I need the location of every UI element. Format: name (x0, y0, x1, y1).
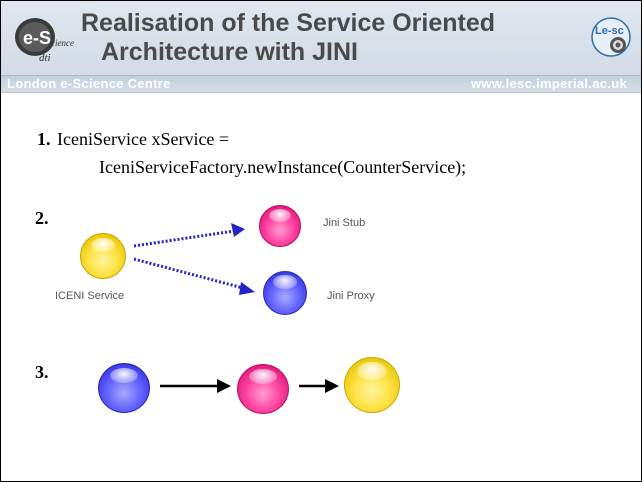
jini-proxy-sphere (263, 271, 307, 315)
step-2-number: 2. (35, 208, 49, 228)
slide-header: London e-Science Centre www.lesc.imperia… (1, 1, 641, 93)
dotted-arrow-to-stub (133, 229, 235, 248)
title-line-1: Realisation of the Service Oriented (81, 9, 496, 37)
step-1-code-line-2: IceniServiceFactory.newInstance(CounterS… (99, 157, 467, 177)
svg-text:cience: cience (51, 38, 74, 48)
svg-text:dti: dti (39, 52, 51, 64)
dotted-arrow-to-proxy (133, 257, 244, 290)
step-3-blue-sphere (98, 363, 150, 413)
iceni-service-sphere (80, 233, 126, 279)
step-1-number: 1. (37, 129, 51, 149)
solid-arrow-1-head (217, 379, 231, 393)
jini-stub-label: Jini Stub (323, 217, 366, 229)
header-stripe (1, 75, 641, 93)
step-3-yellow-sphere (344, 357, 400, 413)
svg-text:e-S: e-S (23, 28, 51, 48)
step-3-number: 3. (35, 362, 49, 382)
header-url-label: www.lesc.imperial.ac.uk (471, 76, 627, 91)
svg-text:Le-sc: Le-sc (595, 25, 624, 37)
jini-stub-sphere (259, 205, 301, 247)
header-org-label: London e-Science Centre (7, 76, 171, 91)
title-line-2: Architecture with JINI (101, 38, 358, 66)
lesc-logo-icon: Le-sc (591, 17, 631, 57)
solid-arrow-2-head (325, 379, 339, 393)
slide-title: Realisation of the Service Oriented Arch… (81, 9, 561, 67)
iceni-service-label: ICENI Service (55, 290, 125, 302)
step-3-pink-sphere (237, 364, 289, 414)
e-science-logo-icon: e-S cience dti (15, 18, 74, 64)
jini-proxy-label: Jini Proxy (327, 290, 375, 302)
step-1-code-line-1: IceniService xService = (57, 129, 230, 149)
